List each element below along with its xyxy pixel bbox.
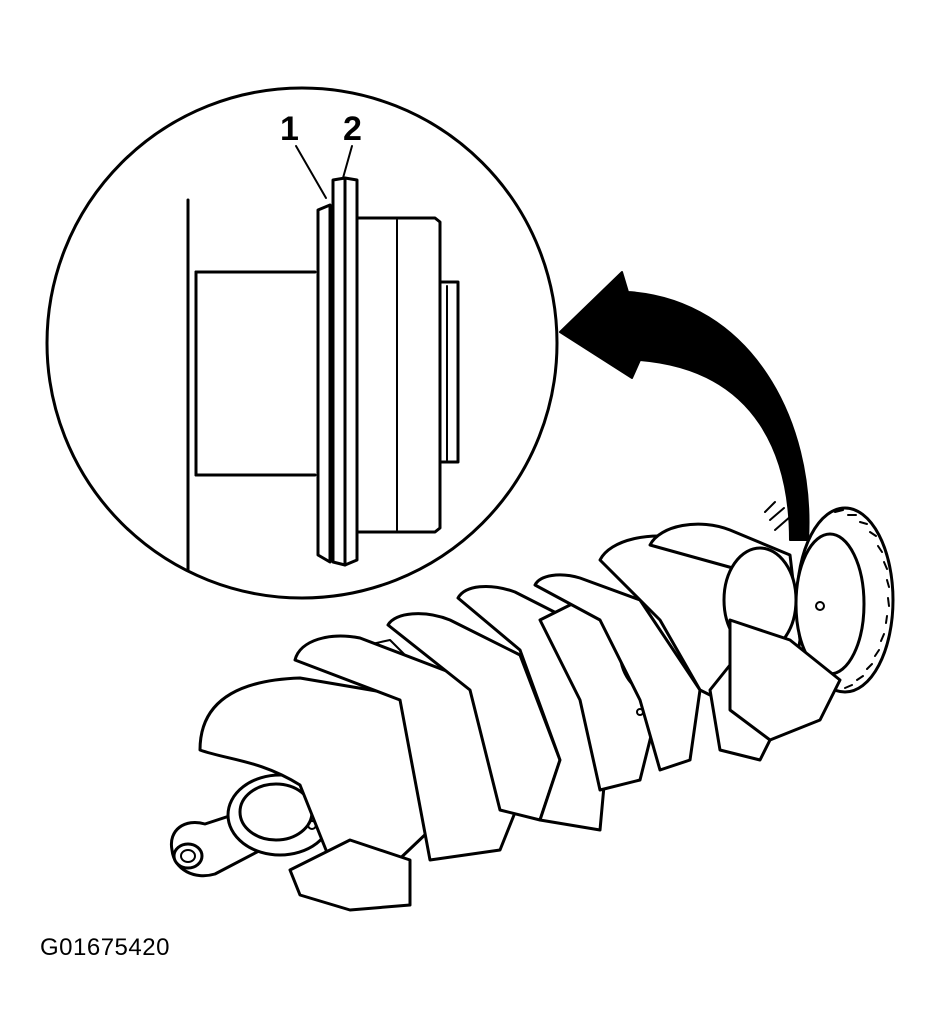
crankshaft-icon [169, 501, 895, 912]
callout-1-leader [295, 145, 327, 199]
figure-code: G01675420 [40, 934, 170, 961]
callout-1-label: 1 [280, 110, 299, 148]
callout-2-label: 2 [343, 110, 362, 148]
callout-2-leader [342, 145, 353, 179]
detail-magnifier-icon [45, 86, 559, 600]
curved-arrow-icon [559, 271, 810, 541]
